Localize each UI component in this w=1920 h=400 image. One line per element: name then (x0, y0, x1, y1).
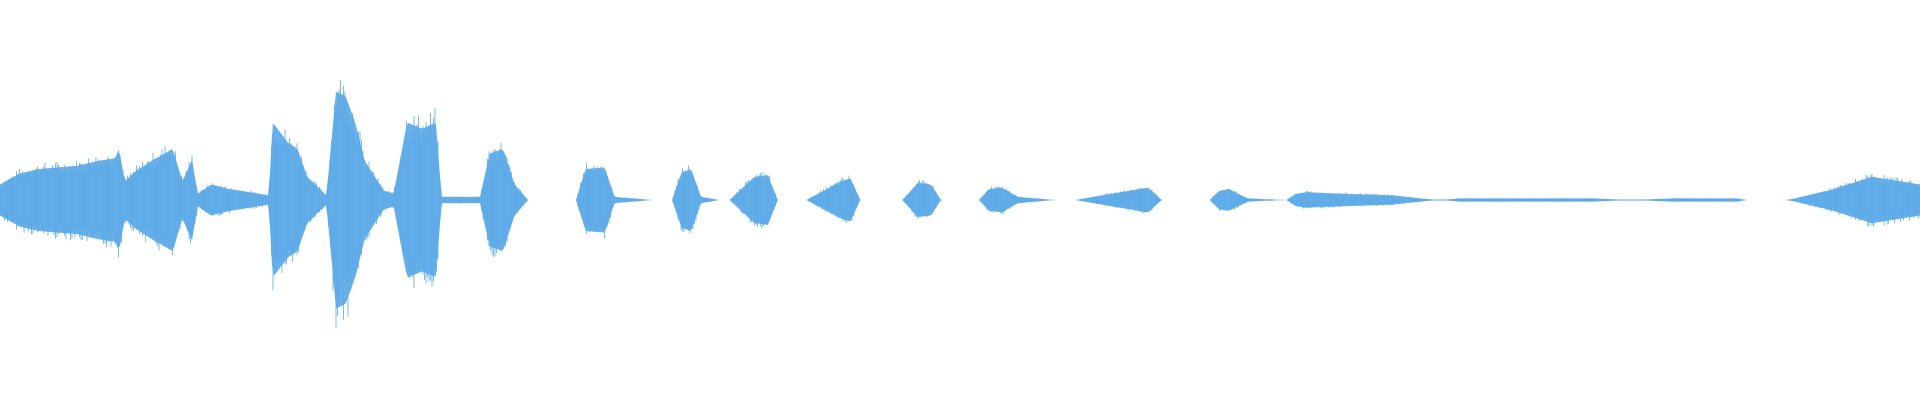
waveform-spikes (0, 80, 1919, 328)
